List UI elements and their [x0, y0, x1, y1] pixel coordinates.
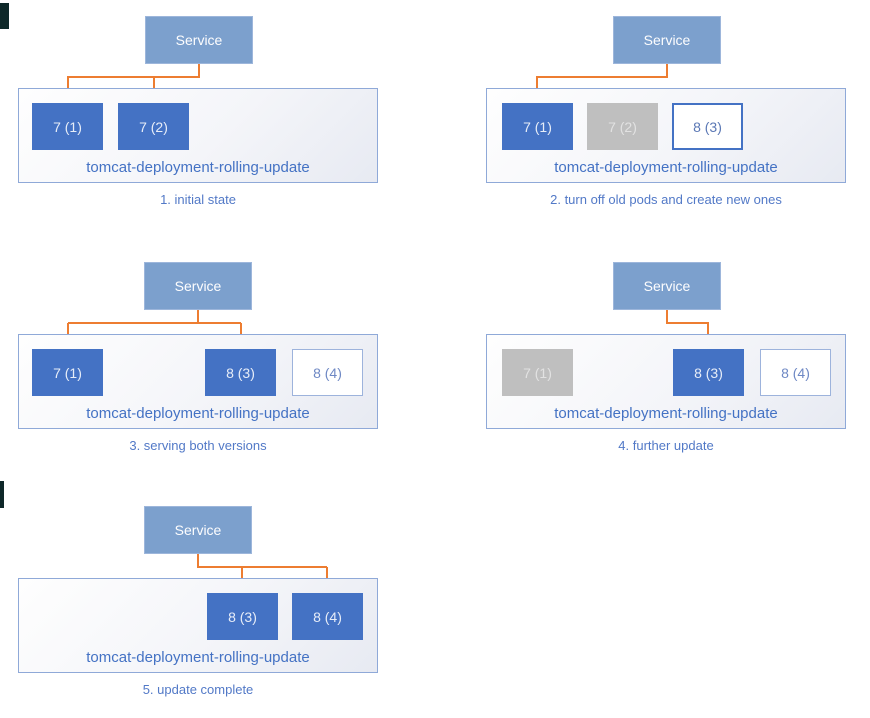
pod: 8 (4): [292, 349, 363, 396]
pod: 7 (1): [502, 349, 573, 396]
service-node: Service: [144, 506, 252, 554]
pod: 8 (3): [207, 593, 278, 640]
service-node: Service: [145, 16, 253, 64]
pod: 7 (1): [32, 103, 103, 150]
diagram-stage-3: Service tomcat-deployment-rolling-update…: [0, 246, 435, 472]
deployment-label: tomcat-deployment-rolling-update: [86, 405, 310, 422]
clipped-edge-artifact: [0, 481, 4, 508]
stage-caption: 1. initial state: [160, 192, 236, 207]
diagram-stage-5: Service tomcat-deployment-rolling-update…: [0, 490, 435, 716]
pod: 7 (2): [118, 103, 189, 150]
diagram-stage-2: Service tomcat-deployment-rolling-update…: [435, 0, 870, 226]
clipped-edge-artifact: [0, 3, 9, 29]
stage-caption: 3. serving both versions: [129, 438, 267, 453]
pod: 8 (4): [760, 349, 831, 396]
diagram-stage-4: Service tomcat-deployment-rolling-update…: [435, 246, 870, 472]
pod: 7 (1): [502, 103, 573, 150]
stage-caption: 5. update complete: [142, 682, 254, 697]
pod: 8 (4): [292, 593, 363, 640]
pod: 7 (1): [32, 349, 103, 396]
deployment-label: tomcat-deployment-rolling-update: [86, 159, 310, 176]
service-node: Service: [144, 262, 252, 310]
service-node: Service: [613, 262, 721, 310]
stage-caption: 4. further update: [618, 438, 714, 453]
pod: 8 (3): [672, 103, 743, 150]
pod: 8 (3): [205, 349, 276, 396]
service-node: Service: [613, 16, 721, 64]
pod: 8 (3): [673, 349, 744, 396]
deployment-label: tomcat-deployment-rolling-update: [554, 159, 778, 176]
stage-caption: 2. turn off old pods and create new ones: [550, 192, 782, 207]
diagram-stage-1: Service tomcat-deployment-rolling-update…: [0, 0, 435, 226]
pod: 7 (2): [587, 103, 658, 150]
deployment-label: tomcat-deployment-rolling-update: [86, 649, 310, 666]
deployment-label: tomcat-deployment-rolling-update: [554, 405, 778, 422]
